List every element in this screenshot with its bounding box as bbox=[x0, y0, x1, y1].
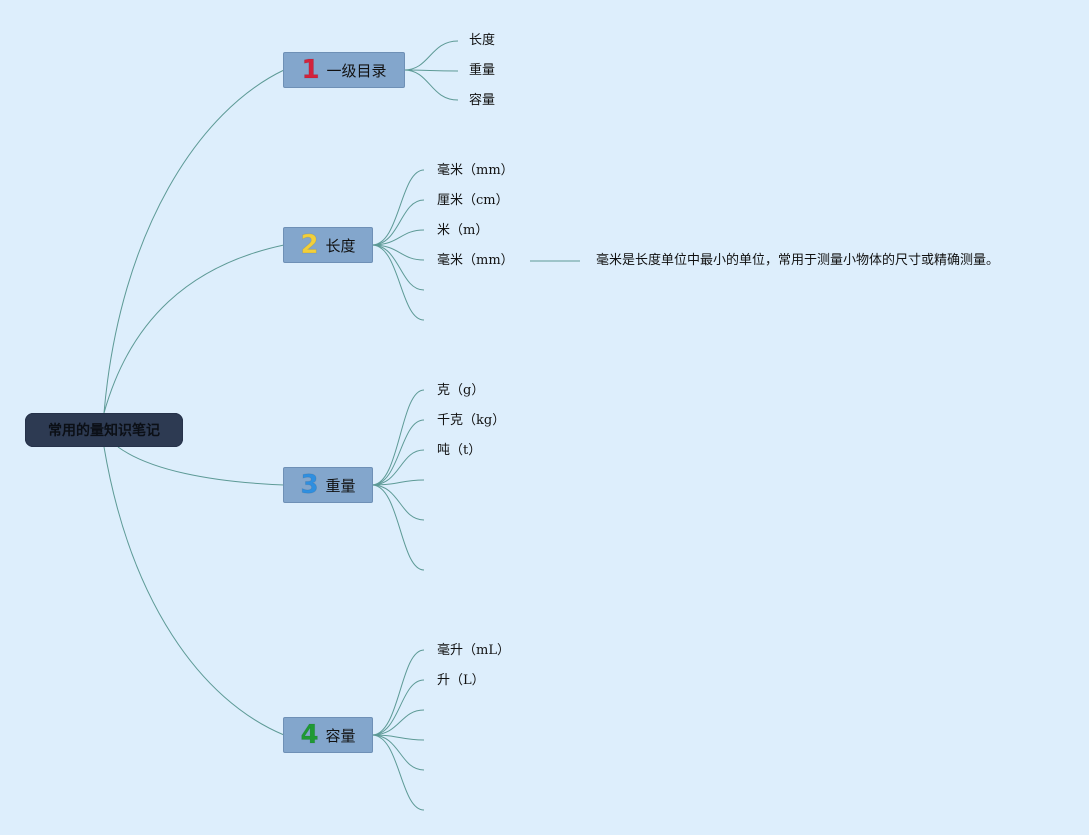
connector-b4-empty-2 bbox=[371, 734, 425, 741]
branch-3-leaf-1[interactable]: 克（g） bbox=[437, 383, 485, 398]
branch-3-leaf-2[interactable]: 千克（kg） bbox=[437, 413, 506, 428]
branch-2-leaf-4[interactable]: 毫米（mm） bbox=[437, 253, 514, 268]
branch-topic-2[interactable]: 2 长度 bbox=[283, 227, 373, 263]
connector-root-branch-4 bbox=[103, 446, 285, 736]
connector-root-branch-3 bbox=[117, 446, 285, 486]
connector-b4-leaf-2 bbox=[371, 679, 425, 736]
connector-root-branch-1 bbox=[103, 69, 285, 414]
connector-b3-leaf-1 bbox=[371, 389, 425, 486]
branch-1-leaf-2[interactable]: 重量 bbox=[469, 63, 496, 78]
connector-b3-empty-1 bbox=[371, 479, 425, 486]
branch-2-leaf-2[interactable]: 厘米（cm） bbox=[437, 193, 509, 208]
branch-3-leaf-3[interactable]: 吨（t） bbox=[437, 443, 482, 458]
branch-topic-4[interactable]: 4 容量 bbox=[283, 717, 373, 753]
connector-b1-leaf-3 bbox=[403, 69, 459, 101]
connector-b4-empty-1 bbox=[371, 709, 425, 736]
connector-b3-empty-2 bbox=[371, 484, 425, 521]
connector-b3-empty-3 bbox=[371, 484, 425, 571]
branch-2-label: 长度 bbox=[325, 236, 356, 255]
connector-b4-empty-3 bbox=[371, 734, 425, 771]
connector-b2-leaf-1 bbox=[371, 169, 425, 246]
connector-b3-leaf-3 bbox=[371, 449, 425, 486]
branch-2-number: 2 bbox=[300, 230, 319, 260]
branch-topic-1[interactable]: 1 一级目录 bbox=[283, 52, 405, 88]
branch-4-leaf-2[interactable]: 升（L） bbox=[437, 673, 485, 688]
connector-b2-empty-1 bbox=[371, 244, 425, 291]
branch-topic-3[interactable]: 3 重量 bbox=[283, 467, 373, 503]
branch-1-leaf-1[interactable]: 长度 bbox=[469, 33, 496, 48]
root-topic[interactable]: 常用的量知识笔记 bbox=[25, 413, 183, 447]
connector-b2-leaf-2 bbox=[371, 199, 425, 246]
connector-b1-leaf-1 bbox=[403, 40, 459, 71]
connector-b3-leaf-2 bbox=[371, 419, 425, 486]
branch-1-label: 一级目录 bbox=[326, 61, 387, 80]
root-topic-label: 常用的量知识笔记 bbox=[48, 423, 160, 439]
branch-4-leaf-1[interactable]: 毫升（mL） bbox=[437, 643, 510, 658]
branch-2-leaf-4-note[interactable]: 毫米是长度单位中最小的单位，常用于测量小物体的尺寸或精确测量。 bbox=[596, 253, 1000, 268]
branch-1-number: 1 bbox=[301, 55, 320, 85]
connector-b4-leaf-1 bbox=[371, 649, 425, 736]
connector-b2-leaf-3 bbox=[371, 229, 425, 246]
connector-root-branch-2 bbox=[103, 244, 285, 414]
connector-b2-leaf-4 bbox=[371, 244, 425, 261]
branch-3-number: 3 bbox=[300, 470, 319, 500]
branch-4-number: 4 bbox=[300, 720, 319, 750]
branch-4-label: 容量 bbox=[325, 726, 356, 745]
branch-1-leaf-3[interactable]: 容量 bbox=[469, 93, 496, 108]
branch-3-label: 重量 bbox=[325, 476, 356, 495]
connector-b4-empty-4 bbox=[371, 734, 425, 811]
connector-b2-empty-2 bbox=[371, 244, 425, 321]
branch-2-leaf-3[interactable]: 米（m） bbox=[437, 223, 489, 238]
connector-b1-leaf-2 bbox=[403, 69, 459, 72]
branch-2-leaf-1[interactable]: 毫米（mm） bbox=[437, 163, 514, 178]
